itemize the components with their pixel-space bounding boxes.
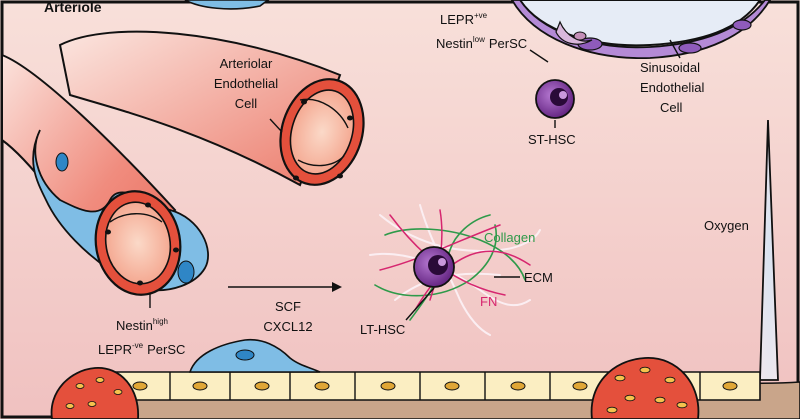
label-nestin-high: Nestinhigh xyxy=(116,317,168,333)
label-sinusoidal-line1: Sinusoidal xyxy=(640,60,700,75)
label-ecm: ECM xyxy=(524,270,553,285)
leader-lines xyxy=(149,39,681,321)
label-arteriolar-cell-line1: Arteriolar xyxy=(220,56,273,71)
label-oxygen: Oxygen xyxy=(704,218,749,233)
label-arteriole: Arteriole xyxy=(44,0,102,15)
label-sinusoidal-line2: Endothelial xyxy=(640,80,704,95)
pericyte-fragment xyxy=(184,0,270,10)
osteoclast-left xyxy=(50,367,139,419)
st-hsc-cell xyxy=(535,79,575,119)
label-fn: FN xyxy=(480,294,497,309)
oxygen-gradient-wedge xyxy=(759,119,779,381)
arteriole-main xyxy=(1,53,209,296)
label-collagen: Collagen xyxy=(484,230,535,245)
lt-hsc-cell xyxy=(413,246,455,288)
label-sinusoidal-line3: Cell xyxy=(660,100,683,115)
signal-arrow xyxy=(228,282,342,292)
sinusoid-vessel xyxy=(510,0,772,59)
osteoclast-right xyxy=(590,357,700,419)
label-st-hsc: ST-HSC xyxy=(528,132,576,147)
label-arteriolar-cell-line3: Cell xyxy=(235,96,258,111)
endosteal-pericyte xyxy=(188,338,321,373)
label-scf: SCF xyxy=(275,299,301,314)
arteriole-branch-upper xyxy=(58,30,365,187)
label-lt-hsc: LT-HSC xyxy=(360,322,405,337)
label-arteriolar-cell-line2: Endothelial xyxy=(214,76,278,91)
label-cxcl12: CXCL12 xyxy=(263,319,312,334)
label-lepr-positive: LEPR+ve xyxy=(440,11,488,27)
